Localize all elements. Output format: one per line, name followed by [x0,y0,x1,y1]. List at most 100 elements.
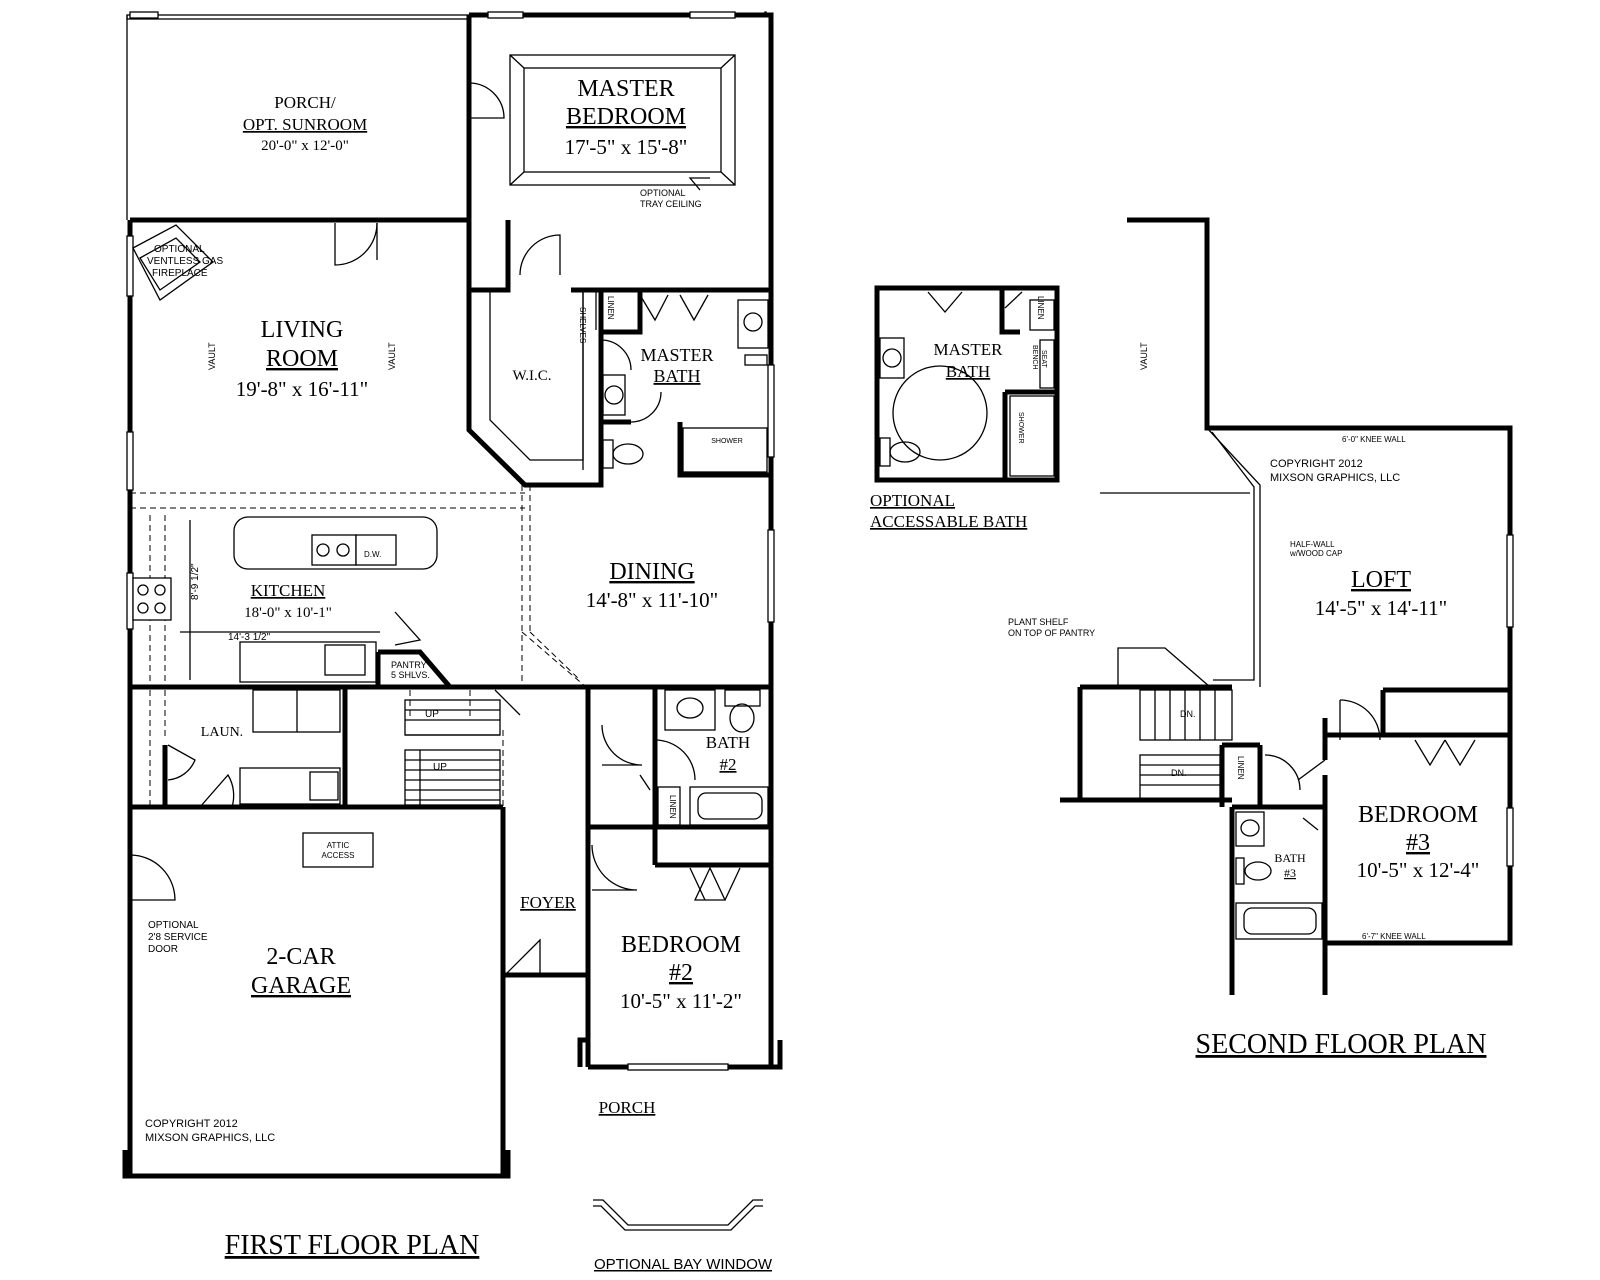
kitchen-dim-vertical: 8'-9 1/2" [190,563,201,600]
kitchen-dims: 18'-0" x 10'-1" [244,605,332,621]
vault-label-left: VAULT [207,342,217,370]
porch-sunroom-label-1: PORCH/ [274,93,336,112]
bay-window-detail [593,1199,763,1231]
optional-master-bath-2: BATH [946,362,990,381]
bath3-label-1: BATH [1274,851,1306,865]
service-door-note-2: 2'8 SERVICE [148,932,208,943]
copyright-first-1: COPYRIGHT 2012 [145,1118,238,1130]
stairs-up-label-2: UP [433,762,447,773]
bay-window-label: OPTIONAL BAY WINDOW [594,1256,773,1273]
bedroom3-label-2: #3 [1406,830,1430,856]
fireplace-note-1: OPTIONAL [154,244,205,255]
shelves-label: SHELVES [578,307,587,343]
bedroom2-label-1: BEDROOM [621,932,741,958]
loft-label: LOFT [1351,567,1411,593]
first-floor-stairs [404,699,501,806]
master-bath-label-2: BATH [653,366,700,386]
tray-note-1: OPTIONAL [640,188,686,198]
optional-bath-plan [874,285,1060,483]
linen-label-bath2: LINEN [668,795,677,819]
first-floor-windows [126,11,775,1071]
fireplace-note-3: FIREPLACE [152,268,208,279]
dining-label: DINING [609,559,694,585]
stairs-dn-label-1: DN. [1180,709,1196,719]
loft-dims: 14'-5" x 14'-11" [1315,596,1447,620]
porch-label: PORCH [599,1098,656,1117]
dining-dims: 14'-8" x 11'-10" [586,588,718,612]
laundry-fixtures [239,689,341,805]
wic-shelves [489,292,597,470]
fireplace [132,224,215,301]
second-floor-title: SECOND FLOOR PLAN [1196,1029,1487,1060]
second-floor-doors [1264,699,1476,831]
garage-label-2: GARAGE [251,973,351,999]
living-room-label-2: ROOM [266,346,338,372]
master-bedroom-label-1: MASTER [577,76,674,102]
stairs-up-label-1: UP [425,709,439,720]
foyer-label: FOYER [520,893,576,912]
wic-label: W.I.C. [512,368,551,384]
stairs-dn-label-2: DN. [1171,768,1187,778]
dw-label: D.W. [364,550,381,559]
kitchen-dim-horizontal: 14'-3 1/2" [228,632,271,643]
master-bedroom-dims: 17'-5" x 15'-8" [565,135,688,159]
copyright-second-2: MIXSON GRAPHICS, LLC [1270,472,1400,484]
porch-sunroom-label-2: OPT. SUNROOM [243,115,367,134]
second-floor-windows [1506,534,1514,867]
optional-linen-label: LINEN [1036,296,1045,320]
bedroom2-dims: 10'-5" x 11'-2" [620,989,742,1013]
bedroom2-label-2: #2 [669,960,693,986]
linen-label-mb: LINEN [606,296,615,320]
attic-label-1: ATTIC [327,841,350,850]
bath3-label-2: #3 [1284,866,1296,880]
first-floor-plan [122,11,783,1231]
half-wall-note-2: w/WOOD CAP [1289,549,1342,558]
kitchen-fixtures [132,516,438,683]
bedroom3-label-1: BEDROOM [1358,802,1478,828]
plant-shelf-note-1: PLANT SHELF [1008,617,1069,627]
first-floor-doors [129,82,741,976]
bath2-label-1: BATH [706,733,750,752]
living-room-label-1: LIVING [261,317,344,343]
laundry-label: LAUN. [201,725,243,740]
optional-shower-label: SHOWER [1017,412,1024,444]
pantry-label-1: PANTRY [391,660,427,670]
fireplace-note-2: VENTLESS GAS [147,256,223,267]
copyright-second-1: COPYRIGHT 2012 [1270,458,1363,470]
half-wall [1100,427,1261,688]
bath2-label-2: #2 [720,755,737,774]
pantry-label-2: 5 SHLVS. [391,670,430,680]
tray-note-2: TRAY CEILING [640,199,702,209]
knee-wall-top-label: 6'-0" KNEE WALL [1342,435,1406,444]
garage-label-1: 2-CAR [266,944,335,970]
bath3-fixtures [1235,811,1323,940]
second-linen-label: LINEN [1236,756,1245,780]
tray-ceiling [509,54,736,191]
master-bath-fixtures [602,299,769,473]
attic-label-2: ACCESS [322,851,355,860]
bath2-fixtures [657,689,769,826]
knee-wall-bottom-label: 6'-7" KNEE WALL [1362,932,1426,941]
service-door-note-3: DOOR [148,944,178,955]
porch-sunroom-dims: 20'-0" x 12'-0" [261,138,349,154]
first-floor-title: FIRST FLOOR PLAN [225,1230,480,1261]
second-vault-label: VAULT [1139,342,1149,370]
vault-label-right: VAULT [387,342,397,370]
optional-bench-label-2: SEAT [1040,350,1047,368]
master-bath-label-1: MASTER [640,345,713,365]
service-door-note-1: OPTIONAL [148,920,199,931]
plant-shelf-note-2: ON TOP OF PANTRY [1008,628,1095,638]
copyright-first-2: MIXSON GRAPHICS, LLC [145,1132,275,1144]
kitchen-label: KITCHEN [251,581,326,600]
second-floor-plan [1060,217,1514,995]
second-floor-stairs [1139,689,1233,801]
optional-master-bath-1: MASTER [934,340,1004,359]
optional-bath-caption-1: OPTIONAL [870,491,955,510]
master-bedroom-label-2: BEDROOM [566,104,686,130]
bedroom3-dims: 10'-5" x 12'-4" [1357,858,1480,882]
optional-bath-caption-2: ACCESSABLE BATH [870,512,1027,531]
half-wall-note-1: HALF-WALL [1290,540,1335,549]
shower-label-mb: SHOWER [711,438,743,445]
optional-bench-label-1: BENCH [1031,345,1038,370]
